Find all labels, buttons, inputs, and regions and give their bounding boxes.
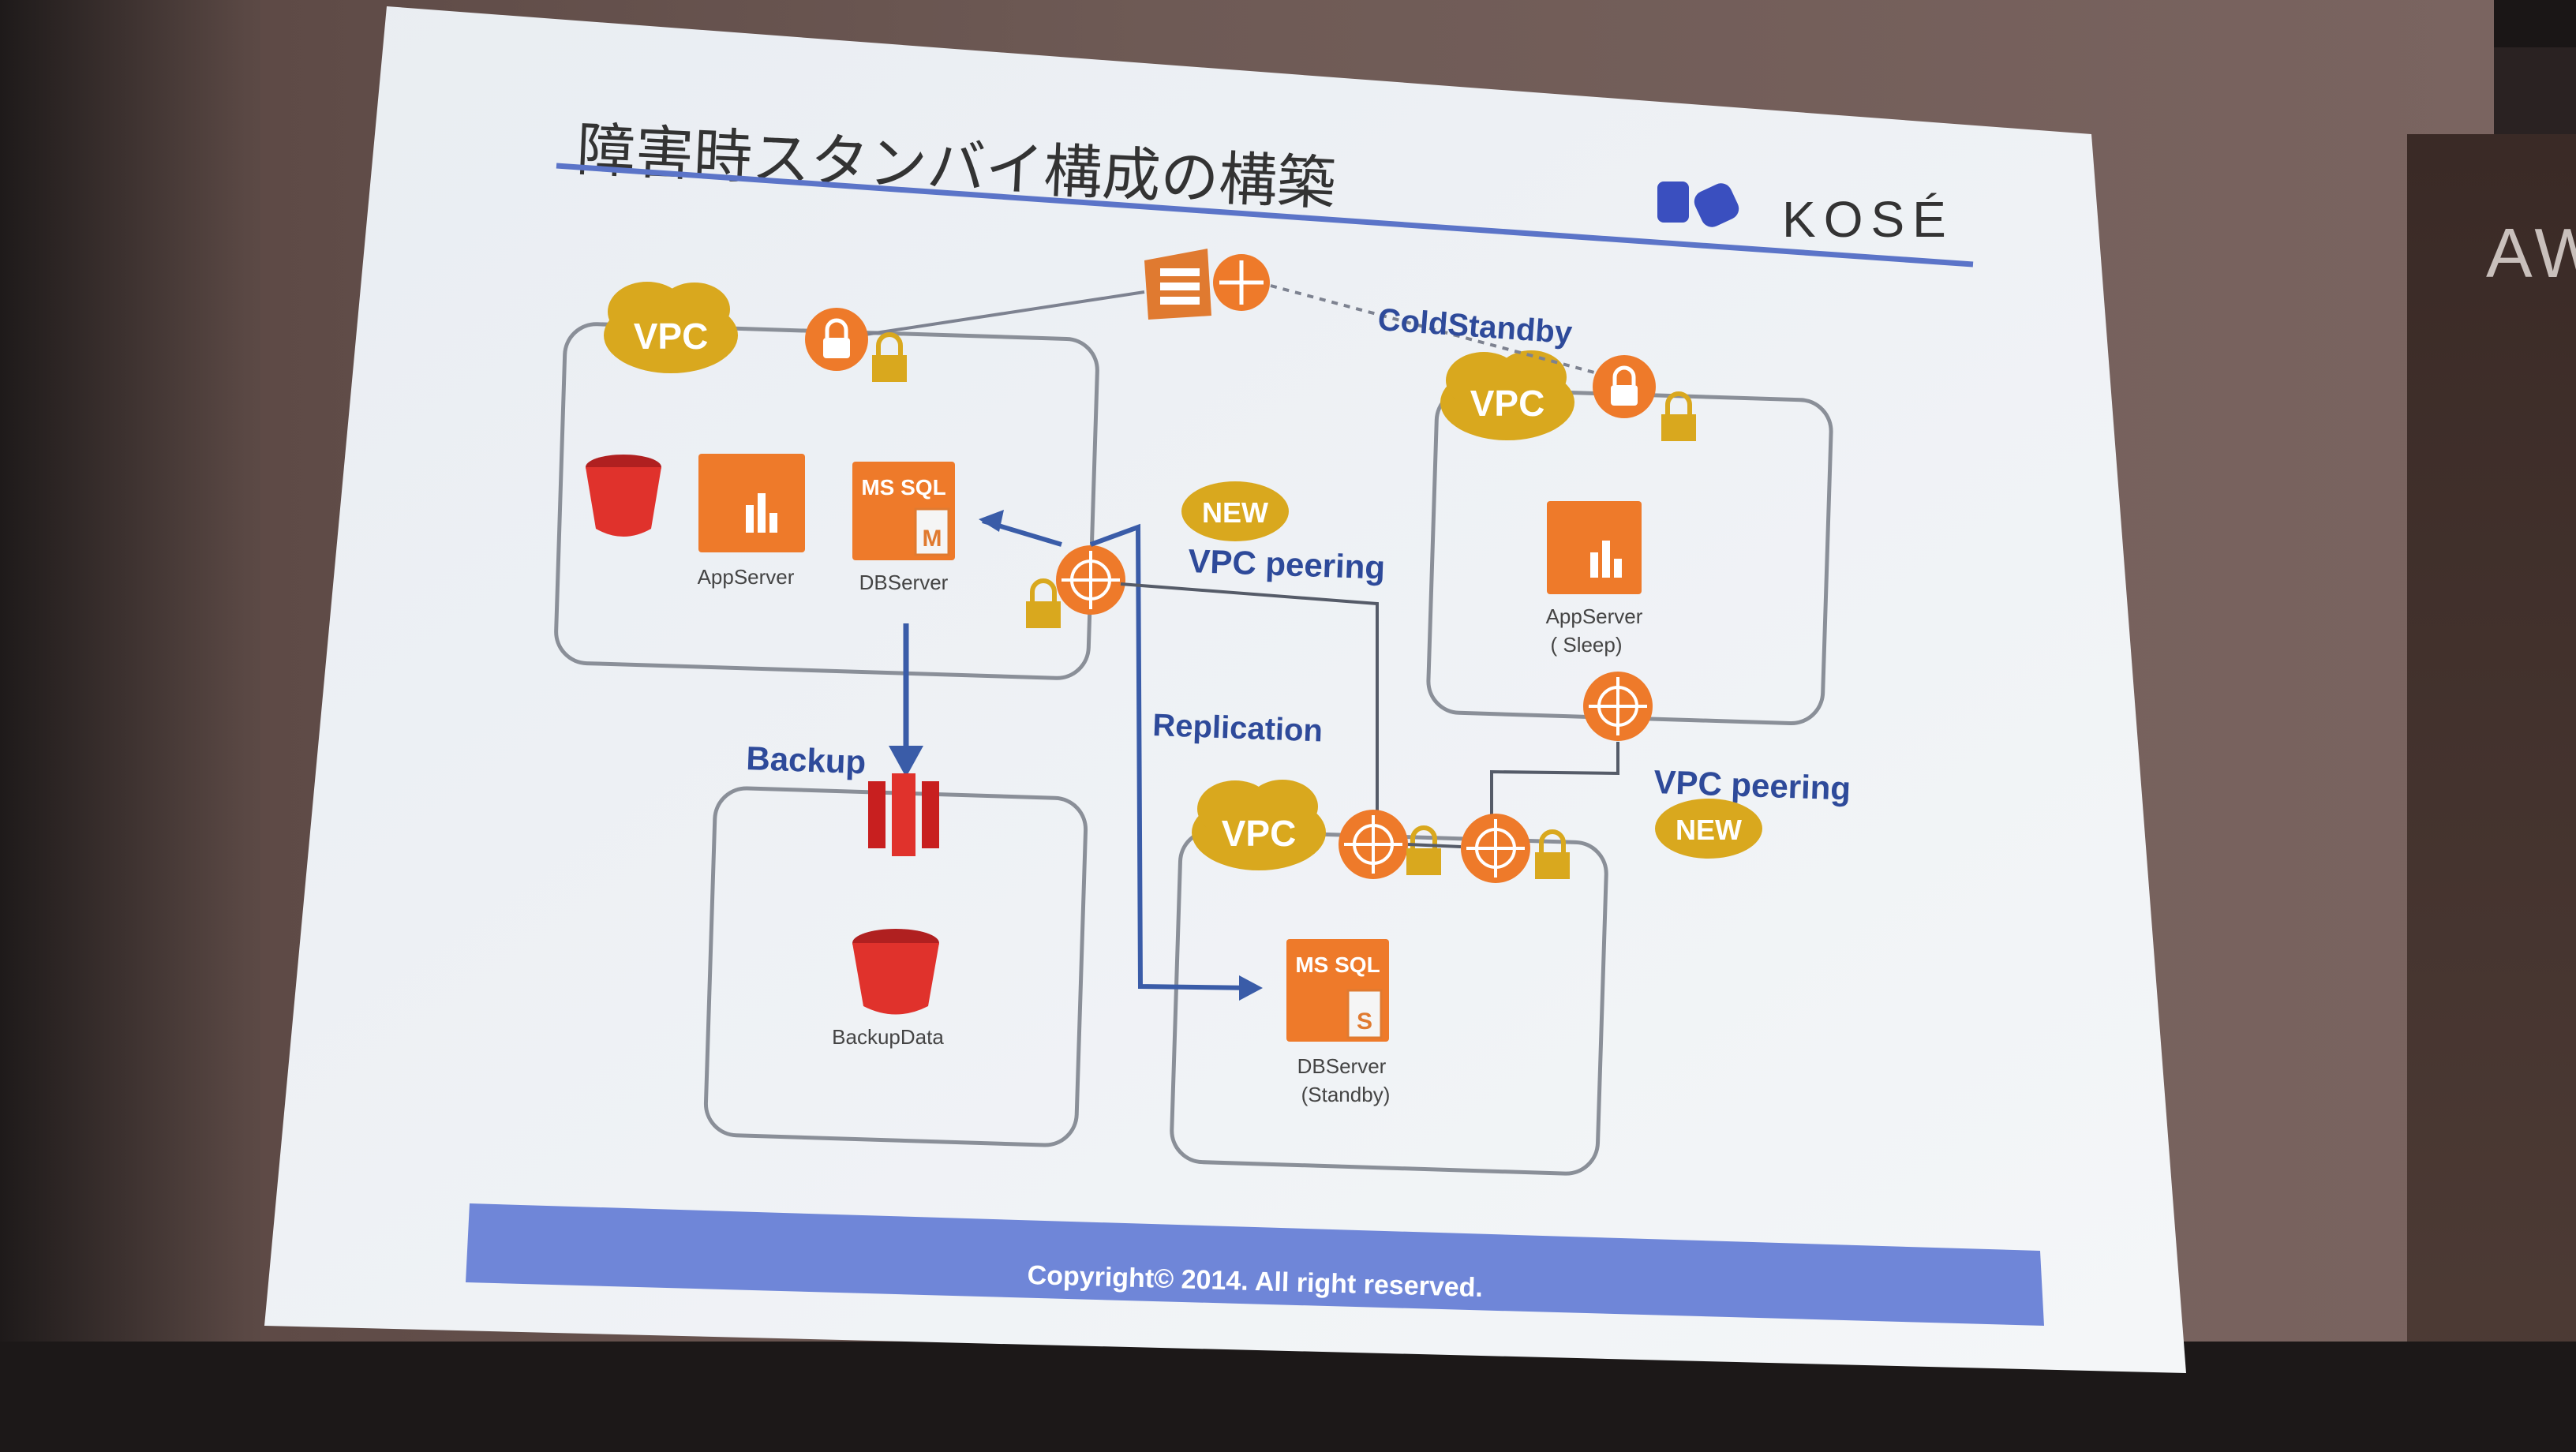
logo-mark-right bbox=[1694, 183, 1739, 227]
link-coldstandby bbox=[1270, 284, 1619, 380]
arrowhead-replication bbox=[1239, 975, 1263, 1001]
new-badge-right: NEW bbox=[1655, 799, 1762, 859]
storage-gateway-icon bbox=[868, 773, 939, 856]
peering-node-standby-2-icon bbox=[1461, 814, 1530, 883]
peering-node-main-icon bbox=[1056, 545, 1125, 615]
vpc-standby-cloud: VPC bbox=[1192, 780, 1326, 870]
peering-top-label: VPC peering bbox=[1188, 542, 1386, 586]
new-badge-top: NEW bbox=[1181, 481, 1289, 541]
peering-node-standby-1-icon bbox=[1339, 810, 1408, 879]
appserver-sleep-label-1: AppServer bbox=[1546, 604, 1643, 628]
dbserver-standby-icon: MS SQL S bbox=[1286, 939, 1389, 1042]
slide-surface bbox=[264, 6, 2186, 1373]
new-badge-top-label: NEW bbox=[1202, 496, 1268, 529]
footer-bar bbox=[466, 1203, 2044, 1326]
appserver-icon bbox=[698, 454, 805, 552]
right-banner: AW bbox=[2407, 134, 2576, 1452]
lock-icon-cold bbox=[1661, 391, 1696, 441]
vpc-main-cloud: VPC bbox=[604, 282, 738, 373]
dbserver-main-label: DBServer bbox=[859, 571, 949, 594]
s3-bucket-icon bbox=[586, 455, 661, 537]
appserver-sleep-label-2: ( Sleep) bbox=[1550, 633, 1622, 657]
link-router-main bbox=[844, 290, 1145, 339]
dbserver-main-logo: MS SQL bbox=[861, 475, 945, 500]
lock-icon-standby-1 bbox=[1406, 825, 1441, 875]
backup-arrowhead bbox=[889, 746, 923, 777]
vpn-gateway-cold-icon bbox=[1593, 355, 1656, 418]
link-peering-cold bbox=[1490, 742, 1619, 821]
dbserver-main-marker: M bbox=[923, 526, 942, 552]
dbserver-standby-logo: MS SQL bbox=[1295, 952, 1380, 977]
title-rule bbox=[556, 163, 1974, 268]
appserver-sleep-icon bbox=[1547, 501, 1642, 594]
kose-logo: KOSÉ bbox=[1657, 182, 1954, 248]
replication-label: Replication bbox=[1152, 708, 1324, 748]
vpn-gateway-main-icon bbox=[805, 308, 868, 371]
peering-node-cold-icon bbox=[1583, 672, 1653, 741]
dbserver-main-icon: MS SQL M bbox=[852, 462, 955, 560]
vpc-cold-cloud: VPC bbox=[1440, 350, 1574, 440]
vpc-cold-label: VPC bbox=[1470, 383, 1545, 424]
dbserver-standby-label-1: DBServer bbox=[1297, 1054, 1387, 1078]
banner-text: AW bbox=[2486, 214, 2576, 292]
link-standby-nodes bbox=[1407, 843, 1462, 848]
backup-label: Backup bbox=[746, 739, 867, 780]
backup-bucket-icon bbox=[852, 929, 939, 1015]
new-badge-right-label: NEW bbox=[1676, 814, 1742, 846]
lock-icon-main bbox=[872, 332, 907, 382]
arrowhead-dbserver bbox=[979, 510, 1004, 532]
replication-line bbox=[1089, 523, 1256, 990]
lock-icon-standby-2 bbox=[1535, 829, 1570, 879]
dbserver-standby-label-2: (Standby) bbox=[1301, 1083, 1391, 1106]
link-peering-standby bbox=[1120, 582, 1379, 833]
appserver-label: AppServer bbox=[698, 565, 795, 589]
logo-mark-left bbox=[1657, 182, 1689, 223]
gateway-top-icon bbox=[1213, 254, 1270, 311]
backupdata-label: BackupData bbox=[832, 1025, 944, 1049]
vpc-main-label: VPC bbox=[634, 316, 709, 357]
vpc-standby-label: VPC bbox=[1222, 813, 1297, 854]
brand-name: KOSÉ bbox=[1782, 191, 1954, 248]
dbserver-standby-marker: S bbox=[1357, 1009, 1372, 1035]
lock-icon-peering-main bbox=[1026, 578, 1061, 628]
router-icon bbox=[1144, 249, 1211, 320]
peering-right-label: VPC peering bbox=[1653, 763, 1852, 807]
